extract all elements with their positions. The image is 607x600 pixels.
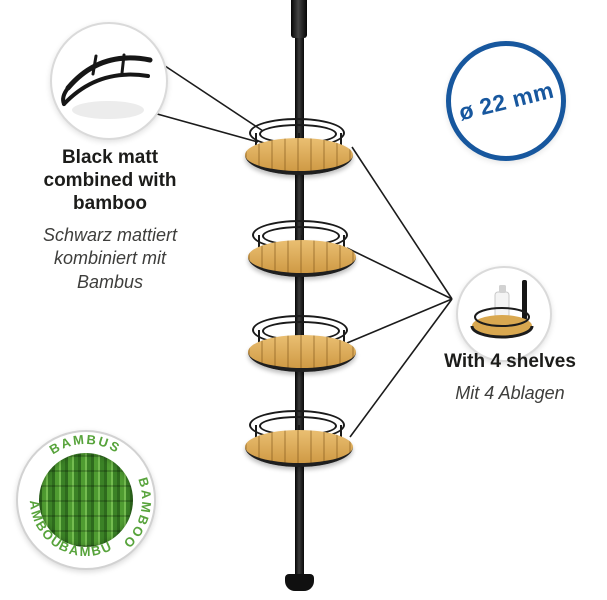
rail-post: [340, 425, 342, 440]
diameter-label: ø 22 mm: [455, 76, 556, 125]
rail-zoom-inset: [50, 22, 168, 140]
shelves-feature-title: With 4 shelves: [444, 351, 576, 372]
corner-shelf-1: [244, 118, 354, 176]
bamboo-shelf-surface: [245, 138, 353, 175]
rail-post: [255, 133, 257, 148]
rail-post: [255, 425, 257, 440]
rail-post: [258, 235, 260, 250]
corner-shelf-4: [244, 410, 354, 468]
svg-text:BAMBOO: BAMBOO: [119, 476, 154, 553]
callout-line: [155, 59, 264, 132]
shelves-feature-subtitle: Mit 4 Ablagen: [455, 383, 565, 403]
rail-post: [258, 330, 260, 345]
corner-shelf-3: [247, 315, 357, 373]
shelf-zoom-inset: [456, 266, 552, 362]
pole-top-tube: [291, 0, 307, 38]
svg-text:BAMBU: BAMBU: [57, 538, 116, 559]
wire-rail-zoom-icon: [61, 53, 153, 119]
callout-line: [349, 298, 453, 438]
callout-line: [346, 247, 453, 300]
callout-line: [346, 298, 453, 344]
rail-post: [340, 133, 342, 148]
material-feature-title: Black matt combined with bamboo: [43, 147, 177, 215]
bamboo-shelf-surface: [245, 430, 353, 467]
badge-label-bamboo: BAMBOO: [119, 476, 152, 553]
badge-label-bambus: BAMBUS: [47, 432, 122, 457]
bamboo-badge-text: BAMBUS BAMBOO BAMBU BAMBOU: [16, 430, 154, 559]
bamboo-shelf-surface: [248, 335, 356, 372]
corner-shelf-2: [247, 220, 357, 278]
bamboo-badge: BAMBUS BAMBOO BAMBU BAMBOU: [16, 430, 156, 570]
svg-text:BAMBUS: BAMBUS: [47, 432, 124, 457]
bamboo-photo: [39, 453, 133, 547]
diameter-badge: ø 22 mm: [446, 41, 566, 161]
material-feature-subtitle: Schwarz mattiert kombiniert mit Bambus: [42, 225, 178, 292]
rail-post: [343, 235, 345, 250]
callout-line: [351, 146, 453, 300]
telescopic-pole: [295, 0, 304, 578]
shelf-with-bottle-icon: [470, 280, 534, 339]
pole-floor-foot: [285, 574, 314, 591]
rail-post: [343, 330, 345, 345]
callout-line: [149, 111, 259, 143]
badge-label-bambu: BAMBU: [57, 538, 114, 559]
bamboo-shelf-surface: [248, 240, 356, 277]
